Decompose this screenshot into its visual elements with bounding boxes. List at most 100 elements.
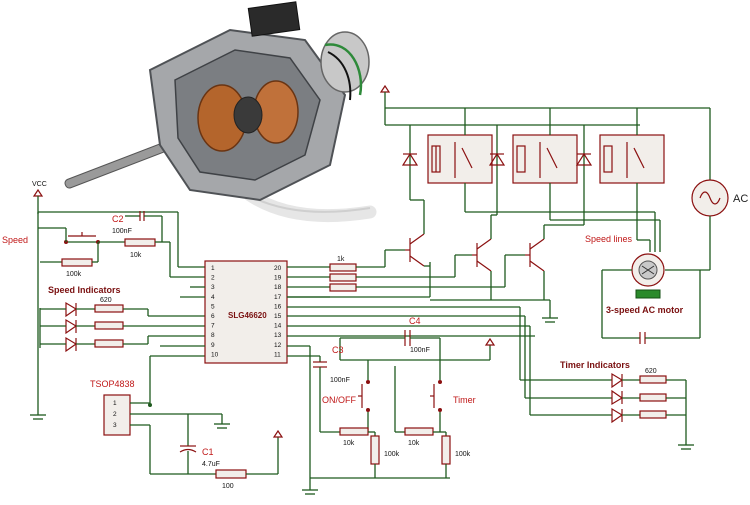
transistor-3: [525, 238, 545, 272]
flyback-diode-2: [488, 125, 506, 216]
resistor-speed-led-3: [94, 339, 124, 348]
resistor-timer-pull: [441, 435, 451, 465]
resistor-timer-led-2: [639, 393, 667, 402]
resistor-speed-series: [124, 238, 156, 247]
transistor-2: [472, 238, 492, 272]
timer-led-3: [611, 407, 624, 424]
relay-3: [599, 134, 665, 184]
c3-value: 100nF: [330, 377, 350, 384]
motor-wire-green: [324, 43, 363, 96]
relay-driver-section: 1k: [287, 84, 710, 323]
relay-1: [427, 134, 493, 184]
tsop-pin-3: 3: [113, 422, 117, 429]
relay-2: [512, 134, 578, 184]
resistor-speed-led-label: 620: [100, 297, 112, 304]
resistor-onoff-series-label: 10k: [343, 440, 355, 447]
chip-label: SLG46620: [228, 311, 267, 320]
transistor-1: [405, 233, 425, 267]
c3-label: C3: [332, 345, 344, 355]
timer-led-2: [611, 389, 624, 406]
relay-supply-arrow: [379, 84, 391, 93]
speed-led-1: [65, 301, 78, 318]
speed-indicators-label: Speed Indicators: [48, 285, 121, 295]
tsop-pin-2: 2: [113, 411, 117, 418]
resistor-filter: [215, 469, 247, 479]
speed-label: Speed: [2, 235, 28, 245]
chip-pin-left-4: 4: [211, 294, 215, 301]
onoff-timer-inputs: C4 100nF C3 100nF ON/OFF 10k 100k: [287, 306, 535, 495]
resistor-base-3: [329, 283, 357, 292]
motor-cable: [243, 188, 377, 223]
speed-led-3: [65, 336, 78, 353]
c1-value: 4.7uF: [202, 461, 220, 468]
ac-wave-icon: [699, 191, 721, 205]
c2-label: C2: [112, 214, 124, 224]
motor-connector: [247, 1, 301, 37]
tsop-pin-1: 1: [113, 400, 117, 407]
speed-indicators: Speed Indicators 620: [39, 285, 205, 353]
chip-pin-left-2: 2: [211, 275, 215, 282]
resistor-speed-series-label: 10k: [130, 252, 142, 259]
chip-pin-right-13: 13: [274, 332, 282, 339]
ac-label: AC: [733, 193, 748, 205]
chip-pin-right-14: 14: [274, 323, 282, 330]
vcc-and-speed-input: VCC Speed 100k 10k C2 100nF: [2, 181, 205, 420]
vcc-arrow-symbol: [32, 188, 44, 197]
resistor-speed-pull: [61, 258, 93, 267]
resistor-speed-led-2: [94, 321, 124, 330]
chip-pin-left-10: 10: [211, 351, 219, 358]
chip-pin-right-11: 11: [274, 351, 281, 358]
resistor-onoff-pull-label: 100k: [384, 451, 400, 458]
resistor-timer-series-label: 10k: [408, 440, 420, 447]
resistor-base-2: [329, 273, 357, 282]
chip-pin-right-16: 16: [274, 303, 282, 310]
c4-value: 100nF: [410, 347, 430, 354]
c2-value: 100nF: [112, 228, 132, 235]
chip-pin-left-7: 7: [211, 323, 215, 330]
resistor-speed-led-1: [94, 304, 124, 313]
chip-body: [204, 260, 288, 364]
resistor-onoff-pull: [370, 435, 380, 465]
resistor-timer-led-1: [639, 375, 667, 384]
onoff-label: ON/OFF: [322, 395, 356, 405]
c1-label: C1: [202, 447, 214, 457]
resistor-timer-led-3: [639, 410, 667, 419]
motor-photo: [64, 1, 377, 223]
timer-indicators-label: Timer Indicators: [560, 360, 630, 370]
motor-wire-black: [327, 51, 352, 101]
resistor-speed-pull-label: 100k: [66, 271, 82, 278]
ac-motor-section: AC Speed lines 3-speed AC motor: [585, 108, 748, 344]
chip-pin-right-15: 15: [274, 313, 282, 320]
vcc-label: VCC: [32, 181, 47, 188]
chip-pin-right-19: 19: [274, 275, 282, 282]
speed-lines-label: Speed lines: [585, 234, 633, 244]
chip-pin-right-20: 20: [274, 265, 282, 272]
resistor-timer-pull-label: 100k: [455, 451, 471, 458]
resistor-base-1: [329, 263, 357, 272]
motor-rotor: [233, 96, 263, 134]
chip-pin-left-8: 8: [211, 332, 215, 339]
chip-pin-left-9: 9: [211, 342, 215, 349]
chip-pin-left-3: 3: [211, 284, 215, 291]
motor-label: 3-speed AC motor: [606, 305, 684, 315]
flyback-diode-1: [401, 125, 424, 201]
timer-label: Timer: [453, 395, 476, 405]
c4-label: C4: [409, 316, 421, 326]
speed-led-2: [65, 318, 78, 335]
motor-terminal: [635, 289, 661, 299]
tsop-body: [103, 394, 131, 436]
resistor-timer-series: [404, 427, 434, 436]
resistor-base-label: 1k: [337, 256, 345, 263]
chip-pins-left: 1 2 3 4 5 6 7 8 9 10: [211, 265, 219, 358]
chip-pin-left-1: 1: [211, 265, 215, 272]
timer-led-1: [611, 372, 624, 389]
resistor-onoff-series: [339, 427, 369, 436]
tsop-label: TSOP4838: [90, 379, 135, 389]
chip-pin-right-17: 17: [274, 294, 282, 301]
chip-pin-left-5: 5: [211, 303, 215, 310]
chip-pin-left-6: 6: [211, 313, 215, 320]
chip-pin-right-18: 18: [274, 284, 282, 291]
